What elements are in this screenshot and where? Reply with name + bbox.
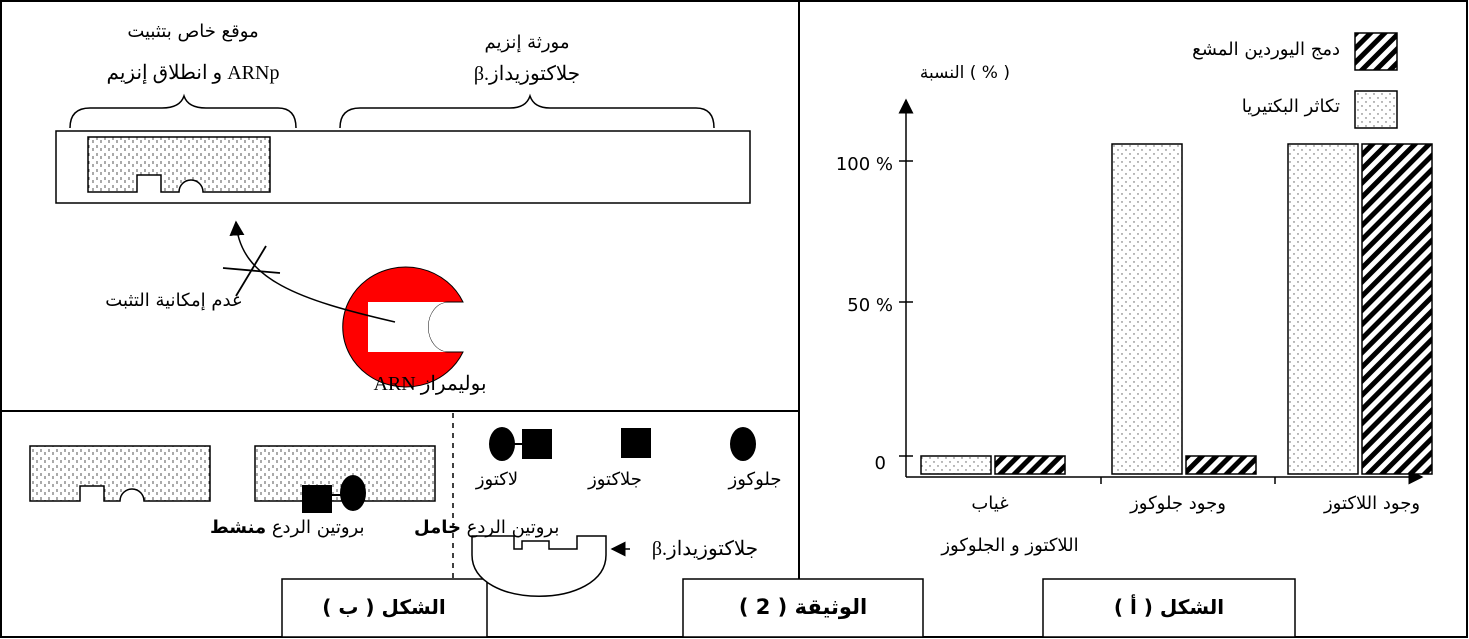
category-label-lactose: وجود اللاكتوز: [1323, 493, 1420, 514]
polymerase-notch: [368, 302, 448, 352]
enzyme-label: β.جلاكتوزيداز: [652, 538, 758, 560]
legend-label-growth: تكاثر البكتيريا: [1242, 96, 1340, 117]
lactose-label: لاكتوز: [475, 469, 518, 490]
blocked-label: عدم إمكانية التثبت: [105, 290, 242, 311]
inactive-repressor-bound-glucose: [340, 475, 366, 511]
gene-label-line2: β.جلاكتوزيداز: [474, 63, 580, 85]
polymerase-label: ARN بوليمراز: [373, 373, 486, 395]
bar-incorporation-1: [1185, 455, 1257, 475]
galactose-symbol: [621, 428, 651, 458]
bar-incorporation-2: [994, 455, 1066, 475]
inactive-repressor-bound-galactose: [302, 485, 332, 513]
glucose-symbol: [730, 427, 756, 461]
y-tick-label-0: 0: [875, 453, 886, 474]
lactose-symbol-glucose-part: [489, 427, 515, 461]
document-label: الوثيقة ( 2 ): [739, 595, 867, 619]
inactive-repressor-label: بروتين الردع خامل: [414, 517, 559, 538]
caption-figure-b: الشكل ( ب ): [322, 595, 445, 619]
caption-box-a: [1042, 578, 1296, 638]
bar-growth-2: [920, 455, 992, 475]
figure-b-key: جلوكوز جلاكتوز لاكتوز β.جلاكتوزيداز بروت…: [29, 427, 782, 597]
y-tick-label-50: 50 %: [847, 295, 893, 316]
legend-swatch-incorporation: [1354, 32, 1398, 71]
caption-figure-a: الشكل ( أ ): [1114, 593, 1224, 619]
repressor-bound-on-operator: [87, 136, 271, 193]
active-repressor-label: بروتين الردع منشط: [210, 517, 365, 538]
site-label-line2: و انطلاق إنزيم ARNp: [107, 62, 280, 85]
site-label-line1: موقع خاص بتثبيت: [127, 21, 258, 42]
blocked-binding-arrow: [229, 220, 396, 323]
bar-growth-0: [1287, 143, 1359, 475]
category-label-absence-2: اللاكتوز و الجلوكوز: [940, 535, 1078, 556]
lactose-symbol-galactose-part: [522, 429, 552, 459]
y-axis-label: النسبة ( % ): [920, 63, 1010, 83]
glucose-label: جلوكوز: [728, 469, 782, 490]
legend-swatch-growth: [1354, 90, 1398, 129]
caption-box-document: [682, 578, 924, 638]
galactose-label: جلاكتوز: [587, 469, 642, 490]
beta-galactosidase-shape: [471, 535, 607, 597]
gene-label-line1: مورثة إنزيم: [485, 32, 570, 53]
brace-gene: [339, 93, 715, 129]
brace-site: [69, 93, 297, 129]
caption-box-b: [281, 578, 488, 638]
category-label-absence-1: غياب: [971, 493, 1008, 514]
bar-growth-1: [1111, 143, 1183, 475]
bar-incorporation-0: [1361, 143, 1433, 475]
active-repressor-shape: [29, 445, 211, 502]
legend-label-incorporation: دمج اليوردين المشع: [1192, 39, 1340, 60]
figure-a-chart: 100 % 50 % 0 النسبة ( % ) دمج اليوردين ا…: [836, 32, 1433, 556]
bars-group: [920, 143, 1433, 475]
cross-mark-2: [222, 267, 281, 274]
y-tick-label-100: 100 %: [836, 154, 893, 175]
figure-b-diagram: موقع خاص بتثبيت و انطلاق إنزيم ARNp مورث…: [55, 21, 751, 395]
category-label-glucose: وجود جلوكوز: [1129, 493, 1226, 514]
